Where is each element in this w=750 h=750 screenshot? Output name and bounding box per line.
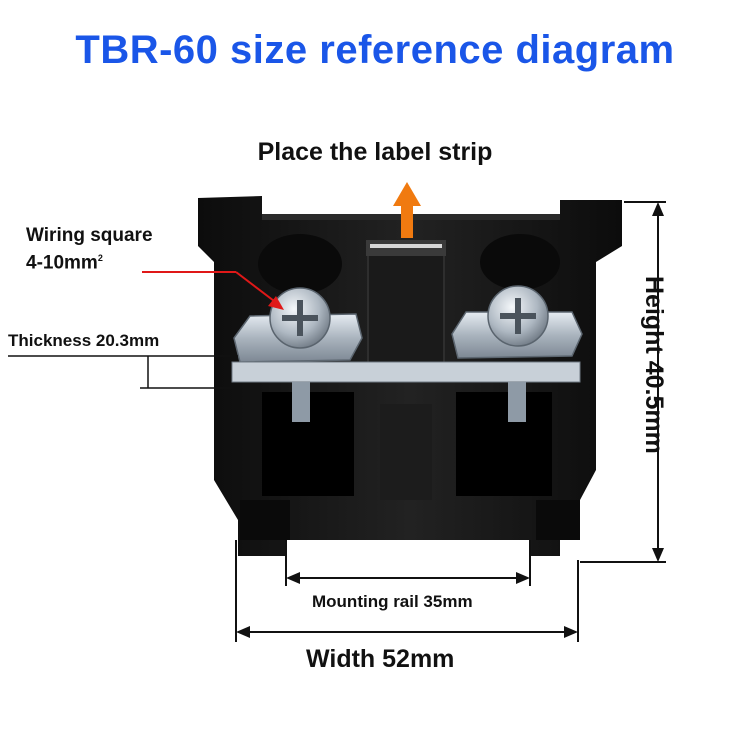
thickness-dimension-line — [8, 355, 238, 389]
wiring-unit-superscript: 2 — [97, 253, 103, 263]
diagram-title: TBR-60 size reference diagram — [75, 28, 675, 72]
wiring-caption-line2: 4-10mm2 — [26, 247, 153, 274]
wiring-caption-line1: Wiring square — [26, 225, 153, 246]
label-strip-arrow-icon — [393, 182, 421, 238]
width-caption: Width 52mm — [306, 645, 455, 673]
label-strip-caption: Place the label strip — [257, 138, 493, 166]
wiring-square-caption: Wiring square 4-10mm2 — [26, 224, 153, 274]
screw-left — [269, 287, 331, 422]
mounting-rail-dimension-line — [285, 540, 531, 586]
screw-right — [487, 285, 549, 422]
wiring-range-text: 4-10mm — [26, 252, 98, 274]
mounting-rail-caption: Mounting rail 35mm — [312, 592, 473, 611]
height-caption: Height 40.5mm — [640, 276, 668, 454]
height-dimension-line — [580, 201, 666, 563]
thickness-caption: Thickness 20.3mm — [8, 331, 160, 350]
width-dimension-line — [235, 540, 579, 642]
screw-top-left — [258, 234, 560, 294]
wiring-pointer-arrow — [142, 271, 284, 310]
